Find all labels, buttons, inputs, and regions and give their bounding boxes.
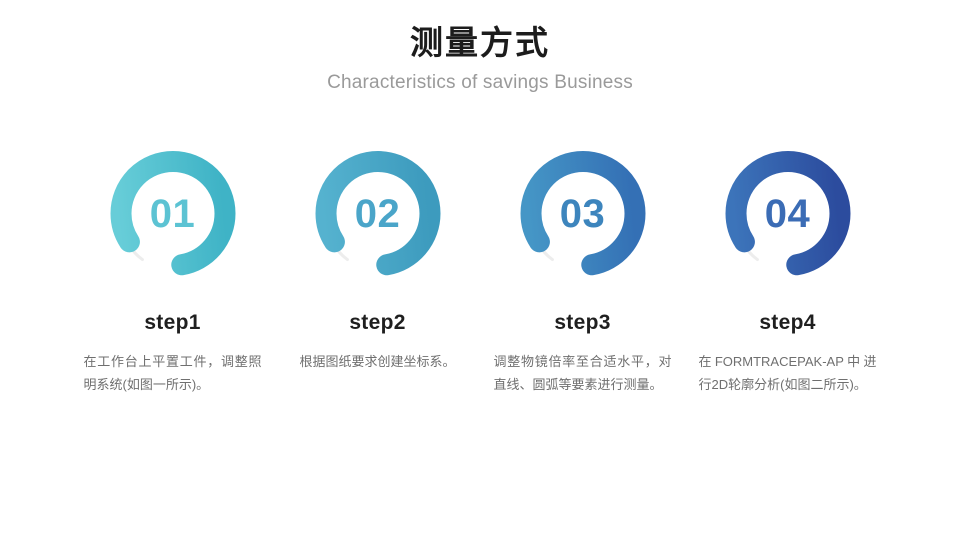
ring-progress — [110, 151, 235, 276]
step-item-3[interactable]: 03 step3 调整物镜倍率至合适水平，对直线、圆弧等要素进行测量。 — [480, 150, 685, 397]
step-description-4: 在FORMTRACEPAK-AP中进行2D轮廓分析(如图二所示)。 — [698, 354, 877, 392]
step-label-1: step1 — [144, 311, 201, 334]
step-item-2[interactable]: 02 step2 根据图纸要求创建坐标系。 — [275, 150, 480, 374]
step-ring-4: 04 — [717, 150, 859, 282]
ring-progress — [520, 151, 645, 276]
step-item-1[interactable]: 01 step1 在工作台上平置工件，调整照明系统(如图一所示)。 — [70, 150, 275, 397]
step-label-3: step3 — [554, 311, 611, 334]
step-number-4: 04 — [764, 191, 811, 236]
step-description-3: 调整物镜倍率至合适水平，对直线、圆弧等要素进行测量。 — [493, 354, 672, 392]
step-number-2: 02 — [354, 191, 401, 236]
step-ring-arc-2 — [315, 151, 440, 276]
step-number-3: 03 — [559, 191, 606, 236]
ring-progress — [725, 151, 850, 276]
page-subtitle: Characteristics of savings Business — [327, 72, 633, 94]
step-ring-3: 03 — [512, 150, 654, 282]
ring-progress — [315, 151, 440, 276]
step-ring-1: 01 — [102, 150, 244, 282]
step-number-1: 01 — [149, 191, 196, 236]
steps-row: 01 step1 在工作台上平置工件，调整照明系统(如图一所示)。 02 step2 根据… — [0, 150, 960, 397]
step-ring-2: 02 — [307, 150, 449, 282]
page-title: 测量方式 — [410, 24, 550, 61]
step-ring-arc-4 — [725, 151, 850, 276]
step-label-2: step2 — [349, 311, 406, 334]
step-description-2: 根据图纸要求创建坐标系。 — [299, 354, 456, 370]
step-label-4: step4 — [759, 311, 816, 334]
page-header: 测量方式 Characteristics of savings Business — [0, 0, 960, 95]
step-item-4[interactable]: 04 step4 在FORMTRACEPAK-AP中进行2D轮廓分析(如图二所示)。 — [685, 150, 890, 397]
step-description-1: 在工作台上平置工件，调整照明系统(如图一所示)。 — [83, 354, 262, 392]
step-ring-arc-3 — [520, 151, 645, 276]
step-ring-arc-1 — [110, 151, 235, 276]
